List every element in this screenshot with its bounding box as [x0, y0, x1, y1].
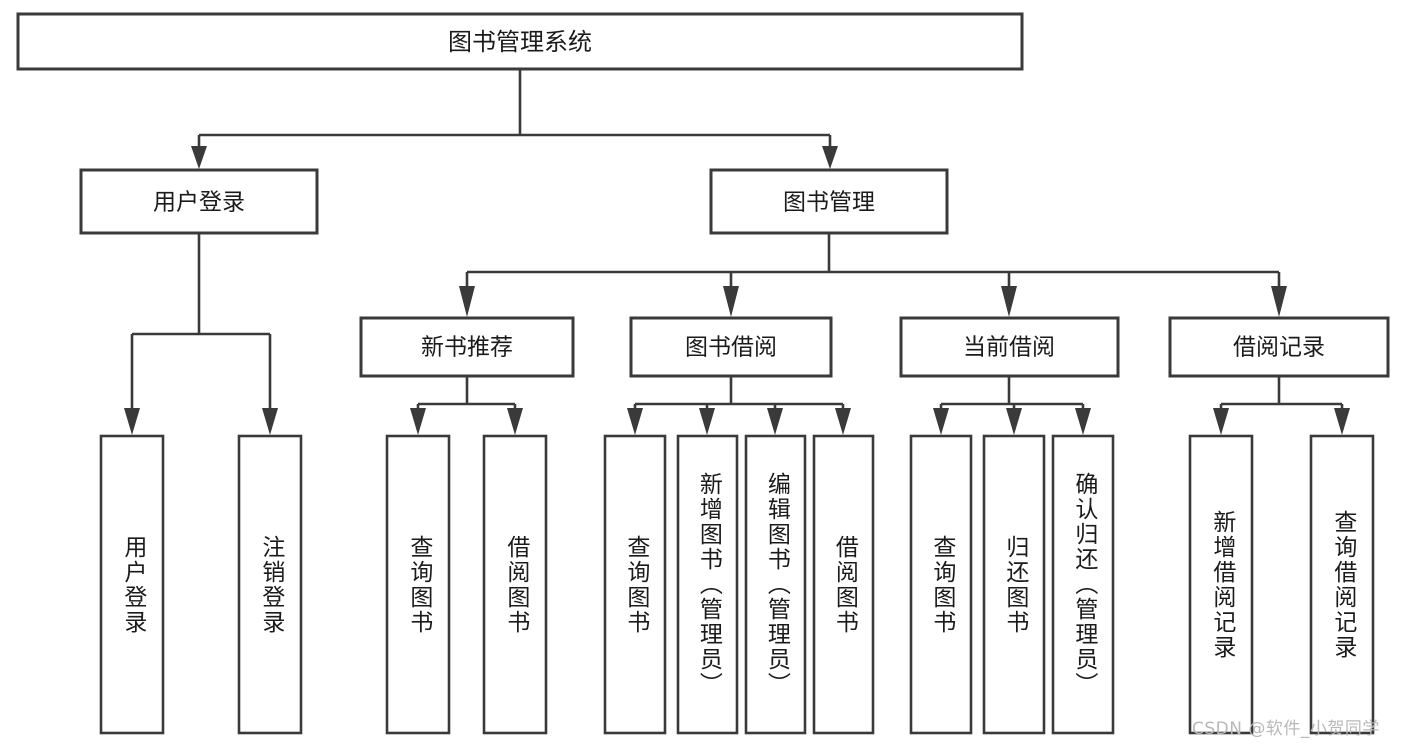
- arrow-book-manage-to-new-book-rec: [459, 286, 475, 317]
- node-borrow-record-box[interactable]: [1168, 316, 1390, 378]
- arrow-book-borrow-leaf-4: [835, 408, 851, 435]
- arrow-book-manage-to-current-borrow: [1001, 286, 1017, 317]
- node-borrow-record-label: 借阅记录: [1233, 335, 1325, 361]
- arrow-borrow-record-leaf-1: [1213, 408, 1229, 435]
- node-book-borrow-label: 图书借阅: [685, 335, 777, 361]
- arrow-book-borrow-leaf-2: [699, 408, 715, 435]
- node-user-login-label: 用户登录: [153, 190, 245, 216]
- node-book-manage-label: 图书管理: [783, 190, 875, 216]
- arrow-current-borrow-leaf-2: [1006, 408, 1022, 435]
- leaf-box-borrow-book[interactable]: [812, 434, 875, 735]
- arrow-new-book-rec-leaf-2: [507, 408, 523, 435]
- arrow-book-manage-to-borrow-record: [1271, 286, 1287, 317]
- node-book-manage-box[interactable]: [709, 168, 949, 235]
- node-borrow-record[interactable]: 借阅记录: [1168, 316, 1390, 378]
- leaf-box-query-book-borrow[interactable]: [603, 434, 667, 735]
- leaf-box-user-login[interactable]: [99, 434, 165, 735]
- csdn-watermark: CSDN @软件_小贺同学: [1192, 719, 1380, 739]
- node-root-label: 图书管理系统: [448, 28, 592, 56]
- leaf-box-confirm-return[interactable]: [1051, 434, 1115, 735]
- leaf-box-edit-book[interactable]: [744, 434, 807, 735]
- node-root-box[interactable]: [16, 12, 1024, 71]
- leaf-box-query-record[interactable]: [1309, 434, 1375, 735]
- arrow-user-login-leaf-1: [124, 408, 140, 435]
- arrow-root-to-book-manage: [822, 146, 838, 169]
- leaf-box-layer: [99, 434, 1375, 735]
- arrow-user-login-leaf-2: [262, 408, 278, 435]
- node-user-login[interactable]: 用户登录: [79, 168, 319, 235]
- leaf-box-add-book[interactable]: [676, 434, 739, 735]
- arrow-new-book-rec-leaf-1: [410, 408, 426, 435]
- arrow-current-borrow-leaf-1: [933, 408, 949, 435]
- node-root[interactable]: 图书管理系统: [16, 12, 1024, 71]
- node-book-borrow-box[interactable]: [629, 316, 833, 378]
- leaf-box-add-record[interactable]: [1188, 434, 1254, 735]
- leaf-box-query-book-current[interactable]: [909, 434, 973, 735]
- node-current-borrow[interactable]: 当前借阅: [899, 316, 1120, 378]
- node-new-book-rec-label: 新书推荐: [421, 335, 513, 361]
- arrow-book-borrow-leaf-3: [767, 408, 783, 435]
- node-current-borrow-label: 当前借阅: [963, 335, 1055, 361]
- arrow-borrow-record-leaf-2: [1334, 408, 1350, 435]
- node-book-manage[interactable]: 图书管理: [709, 168, 949, 235]
- arrow-book-borrow-leaf-1: [627, 408, 643, 435]
- leaf-box-return-book[interactable]: [982, 434, 1046, 735]
- leaf-box-user-logout[interactable]: [237, 434, 303, 735]
- node-book-borrow[interactable]: 图书借阅: [629, 316, 833, 378]
- arrow-book-manage-to-book-borrow: [723, 286, 739, 317]
- arrow-current-borrow-leaf-3: [1075, 408, 1091, 435]
- leaf-box-query-book-rec[interactable]: [385, 434, 451, 735]
- node-new-book-rec[interactable]: 新书推荐: [359, 316, 575, 378]
- node-user-login-box[interactable]: [79, 168, 319, 235]
- arrow-root-to-user-login: [191, 146, 207, 169]
- connector-layer: [124, 69, 1350, 435]
- node-current-borrow-box[interactable]: [899, 316, 1120, 378]
- leaf-box-borrow-book-rec[interactable]: [482, 434, 548, 735]
- node-new-book-rec-box[interactable]: [359, 316, 575, 378]
